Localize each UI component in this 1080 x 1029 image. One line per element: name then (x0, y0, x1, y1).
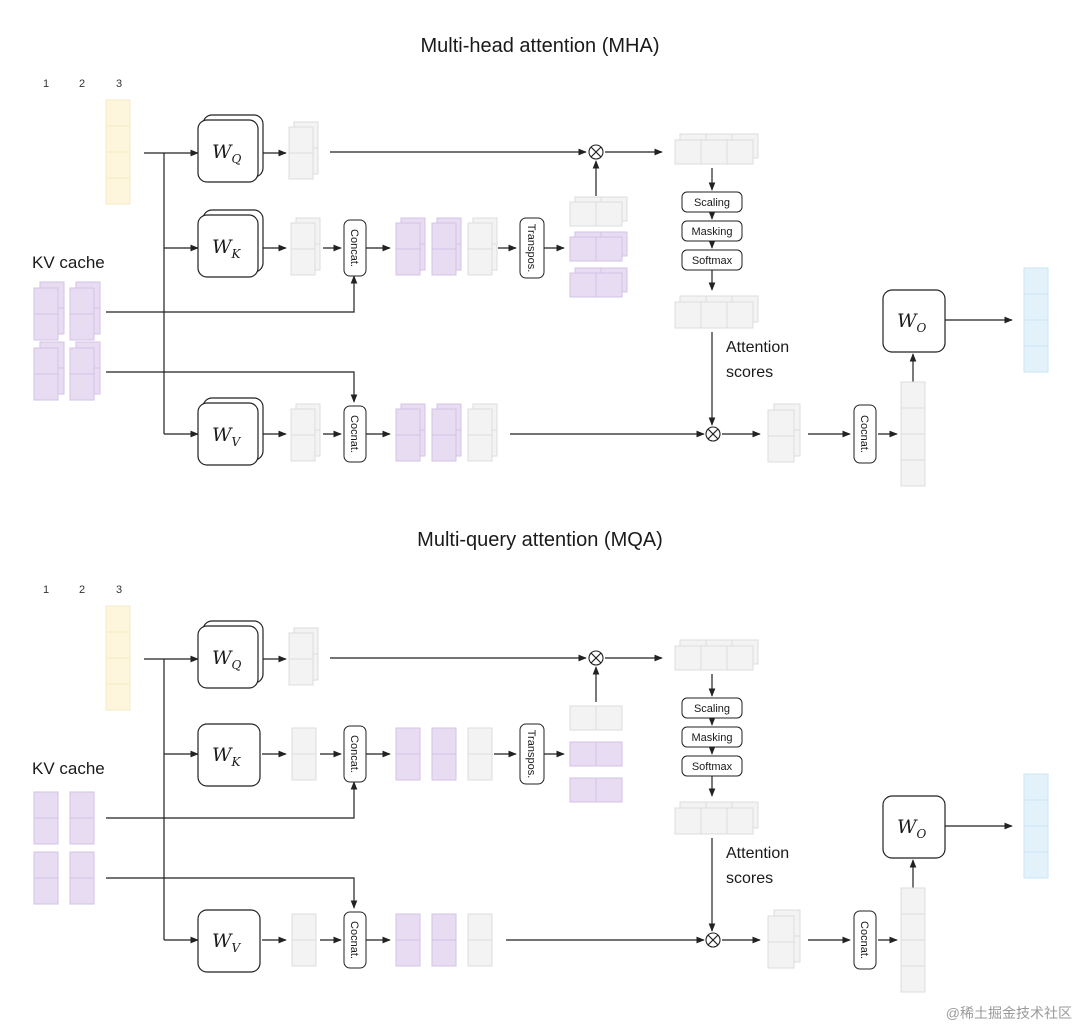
sv-multiply (705, 426, 721, 442)
svg-text:Cocnat.: Cocnat. (858, 415, 870, 453)
flow-lines (106, 654, 1013, 944)
k-transposed (569, 705, 623, 803)
token-index-2: 2 (79, 78, 85, 90)
svg-text:WQ: WQ (212, 141, 242, 166)
svg-text:Transpos.: Transpos. (525, 730, 537, 779)
wk-box: WK (197, 723, 261, 787)
output-token (1023, 267, 1049, 373)
svg-text:Concat.: Concat. (348, 735, 360, 773)
kv-cache-label: KV cache (32, 253, 105, 272)
qk-scores (674, 133, 759, 165)
masking-op: Masking (681, 726, 743, 748)
mha-panel: Multi-head attention (MHA) 1 2 3 KV cach… (32, 35, 1049, 487)
concat-heads-result (900, 381, 926, 487)
qk-scores (674, 639, 759, 671)
attention-scores-label-line1: Attention (726, 845, 789, 862)
svg-text:Masking: Masking (692, 226, 733, 238)
svg-text:Transpos.: Transpos. (525, 224, 537, 273)
svg-text:Concat.: Concat. (348, 229, 360, 267)
wq-box: WQ (197, 620, 264, 689)
concat-heads: Cocnat. (853, 404, 877, 464)
attention-scores-label-line1: Attention (726, 339, 789, 356)
concat-v: Cocnat. (343, 405, 367, 463)
k-projection (290, 217, 321, 276)
masking-op: Masking (681, 220, 743, 242)
attention-scores-label-line2: scores (726, 870, 773, 887)
attention-scores-matrix (674, 295, 759, 329)
qk-multiply (588, 144, 604, 160)
output-token (1023, 773, 1049, 879)
svg-text:Scaling: Scaling (694, 703, 730, 715)
wq-box: WQ (197, 114, 264, 183)
flow-lines (106, 148, 1013, 438)
v-projection (290, 403, 321, 462)
softmax-op: Softmax (681, 755, 743, 777)
head-outputs (767, 909, 801, 969)
wk-box: WK (197, 209, 264, 278)
attention-scores-matrix (674, 801, 759, 835)
concat-k: Concat. (343, 219, 367, 277)
svg-text:Cocnat.: Cocnat. (348, 415, 360, 453)
v-concat-result (395, 403, 498, 462)
wo-box: WO (882, 289, 946, 353)
transpose-op: Transpos. (519, 723, 545, 785)
input-token (105, 99, 131, 205)
svg-text:Scaling: Scaling (694, 197, 730, 209)
panel-title: Multi-head attention (MHA) (421, 35, 660, 57)
concat-heads-result (900, 887, 926, 993)
wv-box: WV (197, 909, 261, 973)
head-outputs (767, 403, 801, 463)
svg-text:WV: WV (212, 930, 242, 955)
panel-title: Multi-query attention (MQA) (417, 529, 663, 551)
svg-text:WK: WK (212, 744, 242, 769)
concat-heads: Cocnat. (853, 910, 877, 970)
token-index-1: 1 (43, 78, 49, 90)
k-transposed (569, 196, 628, 298)
wo-box: WO (882, 795, 946, 859)
token-index-3: 3 (116, 584, 122, 596)
svg-text:WO: WO (897, 310, 927, 335)
kv-cache-label: KV cache (32, 759, 105, 778)
q-projection (288, 121, 319, 180)
svg-text:WO: WO (897, 816, 927, 841)
concat-v: Cocnat. (343, 911, 367, 969)
token-index-1: 1 (43, 584, 49, 596)
svg-text:Masking: Masking (692, 732, 733, 744)
svg-text:WQ: WQ (212, 647, 242, 672)
token-index-3: 3 (116, 78, 122, 90)
input-token (105, 605, 131, 711)
attention-scores-label-line2: scores (726, 364, 773, 381)
watermark: @稀土掘金技术社区 (946, 1005, 1072, 1021)
transpose-op: Transpos. (519, 217, 545, 279)
svg-text:WK: WK (212, 236, 242, 261)
k-concat-result (395, 217, 498, 276)
qk-multiply (588, 650, 604, 666)
scaling-op: Scaling (681, 191, 743, 213)
v-concat-result (395, 913, 493, 967)
token-index-2: 2 (79, 584, 85, 596)
k-projection (291, 727, 317, 781)
kv-cache-blocks (33, 791, 95, 905)
v-projection (291, 913, 317, 967)
sv-multiply (705, 932, 721, 948)
svg-text:WV: WV (212, 424, 242, 449)
scaling-op: Scaling (681, 697, 743, 719)
k-concat-result (395, 727, 493, 781)
wv-box: WV (197, 397, 264, 466)
svg-text:Cocnat.: Cocnat. (858, 921, 870, 959)
svg-text:Softmax: Softmax (692, 255, 733, 267)
svg-text:Softmax: Softmax (692, 761, 733, 773)
kv-cache-blocks (33, 281, 101, 401)
concat-k: Concat. (343, 725, 367, 783)
softmax-op: Softmax (681, 249, 743, 271)
q-projection (288, 627, 319, 686)
mqa-panel: Multi-query attention (MQA) 1 2 3 KV cac… (32, 529, 1049, 993)
svg-text:Cocnat.: Cocnat. (348, 921, 360, 959)
